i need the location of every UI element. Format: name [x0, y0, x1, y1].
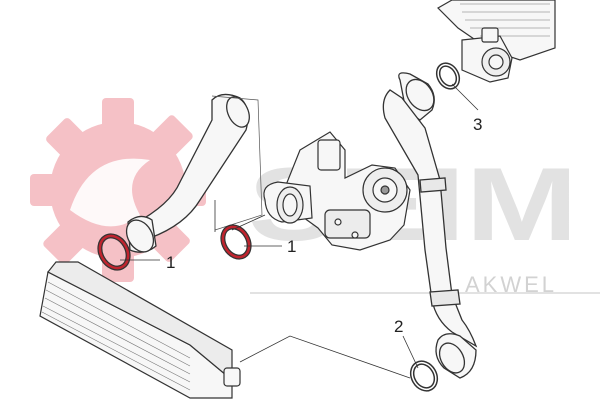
- callout-label: 1: [287, 237, 296, 256]
- callout-label: 2: [394, 317, 403, 336]
- intercooler: [39, 261, 241, 399]
- o-ring-seal-1a: [97, 233, 131, 271]
- callout-label: 1: [166, 253, 175, 272]
- o-ring-seal-1b: [220, 224, 252, 260]
- o-ring-seal-2: [409, 360, 439, 392]
- turbocharger: [263, 131, 411, 251]
- intake-hose-left: [125, 93, 250, 253]
- leader-frame-left: [211, 95, 263, 231]
- o-ring-seal-3: [435, 62, 461, 90]
- intake-hose-right: [382, 72, 478, 379]
- watermark-sub-text: AKWEL: [465, 272, 557, 297]
- throttle-housing: [437, 0, 556, 83]
- leader-lines: [120, 83, 479, 379]
- callout-label: 3: [473, 115, 482, 134]
